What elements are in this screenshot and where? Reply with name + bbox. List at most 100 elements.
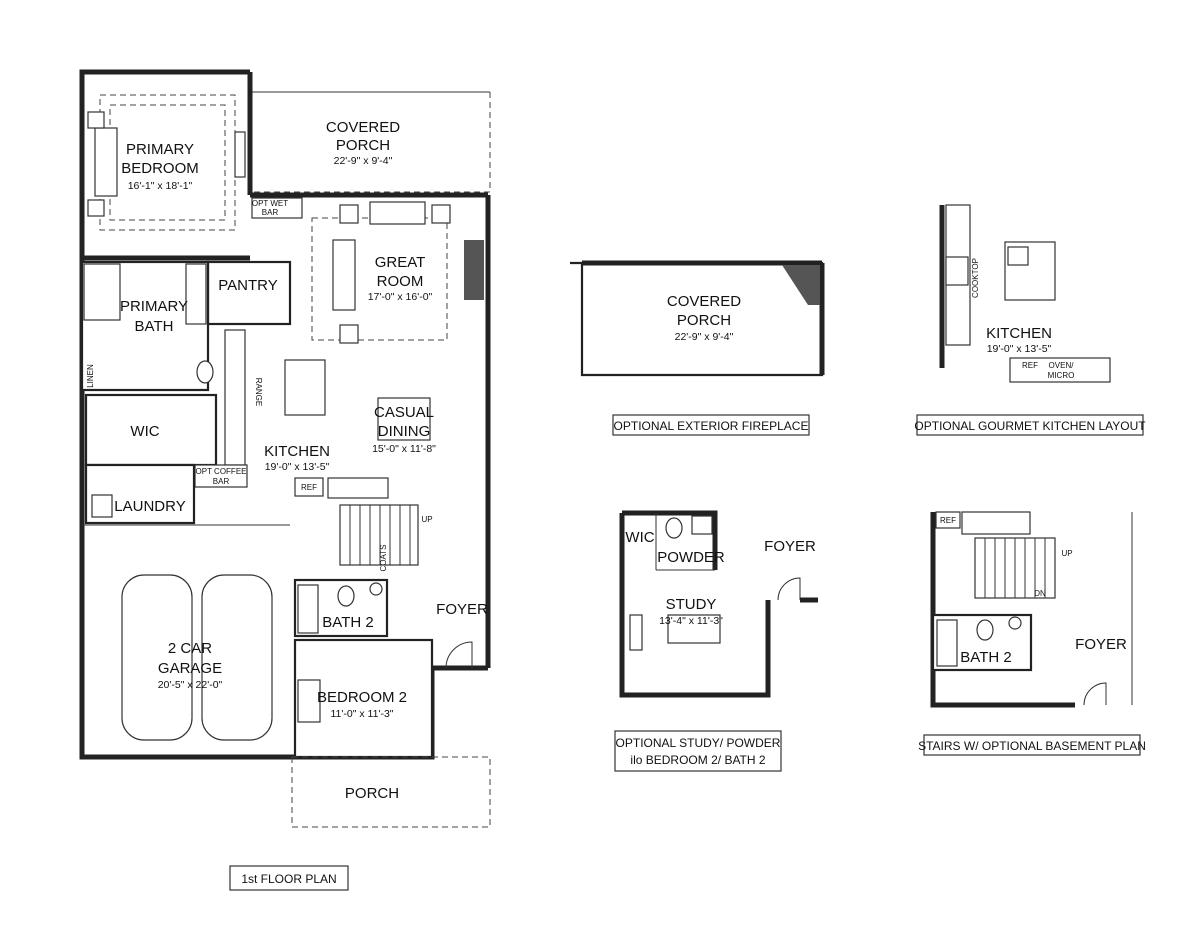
powder-label: POWDER [657,549,725,566]
great-room-label-2: ROOM [377,273,424,290]
sink [369,582,383,596]
wet-bar-label-2: BAR [262,208,279,217]
refrigerator [294,477,324,497]
primary-bath-label-2: BATH [135,318,174,335]
kitchen-dims: 19'-0" x 13'-5" [265,461,330,473]
opt-stairs-up-label: UP [1061,549,1072,558]
bedroom-2: BEDROOM 2 11'-0" x 11'-3" [293,638,434,759]
garage-dims: 20'-5" x 22'-0" [158,679,223,691]
shower [83,263,121,321]
coffee-bar-label-1: OPT COFFEE [196,467,247,476]
counter [961,511,1031,535]
island [284,359,326,416]
opt-kitchen-dims: 19'-0" x 13'-5" [987,343,1052,355]
laundry-label: LAUNDRY [114,498,185,515]
counter [327,477,389,499]
sofa [332,239,356,311]
opt-study-plan: WIC POWDER FOYER STUDY 13'-4" x 11'-3" [619,510,818,698]
foyer: FOYER [436,601,488,669]
great-room-label-1: GREAT [375,254,426,271]
bed [297,679,321,723]
primary-bedroom-dims: 16'-1" x 18'-1" [128,180,193,192]
covered-porch-label-1: COVERED [326,119,400,136]
casual-dining: CASUAL DINING 15'-0" x 11'-8" [372,397,436,455]
kitchen-label: KITCHEN [264,443,330,460]
opt-kitchen-ref-label: REF [1022,361,1038,370]
opt-wic-label: WIC [625,529,654,546]
refrigerator [935,511,961,529]
study-dims: 13'-4" x 11'-3" [659,615,723,627]
opt-porch-label-1: COVERED [667,293,741,310]
vanity [185,263,207,325]
primary-bedroom-label-2: BEDROOM [121,160,199,177]
cooktop-label: COOKTOP [971,258,980,298]
car [201,574,273,741]
opt-stairs-ref-label: REF [940,516,956,525]
opt-coffee-bar: OPT COFFEE BAR [194,464,248,488]
bath-2-label: BATH 2 [322,614,373,631]
opt-fireplace-plan: COVERED PORCH 22'-9" x 9'-4" [570,260,825,377]
nightstand [87,111,105,129]
covered-porch: COVERED PORCH 22'-9" x 9'-4" [249,91,491,193]
front-door [445,641,473,669]
tub [936,619,958,667]
covered-porch-dims: 22'-9" x 9'-4" [334,155,393,167]
caption-exterior-fireplace-text: OPTIONAL EXTERIOR FIREPLACE [614,419,809,433]
study-door [777,577,801,601]
caption-study-powder: OPTIONAL STUDY/ POWDER ilo BEDROOM 2/ BA… [614,730,782,772]
caption-stairs-basement-text: STAIRS W/ OPTIONAL BASEMENT PLAN [918,739,1146,753]
pantry: PANTRY [206,260,292,326]
opt-porch-dims: 22'-9" x 9'-4" [675,331,734,343]
caption-gourmet-kitchen: OPTIONAL GOURMET KITCHEN LAYOUT [914,414,1146,436]
vanity [691,515,713,535]
covered-porch-label-2: PORCH [336,137,390,154]
primary-bath: PRIMARY BATH LINEN [80,260,214,392]
primary-bedroom: PRIMARY BEDROOM 16'-1" x 18'-1" [82,94,250,261]
caption-study-line-1: OPTIONAL STUDY/ POWDER [616,736,781,750]
oven-label-1: OVEN/ [1049,361,1075,370]
laundry: LAUNDRY [84,463,196,525]
opt-wet-bar: OPT WET BAR [251,197,303,219]
garage: 2 CAR GARAGE 20'-5" x 22'-0" [121,574,273,741]
exterior-fireplace [782,265,820,305]
fireplace [464,240,484,300]
ref-label: REF [301,483,317,492]
opt-kitchen-label: KITCHEN [986,325,1052,342]
opt-kitchen-plan: COOKTOP REF OVEN/ MICRO KITCHEN 19'-0" x… [939,204,1111,383]
tub [297,584,319,634]
opt-study-foyer-label: FOYER [764,538,816,555]
linen-label: LINEN [86,364,95,388]
cooktop [945,256,969,286]
caption-floor-plan-text: 1st FLOOR PLAN [241,872,336,886]
sofa [369,201,426,225]
study-label: STUDY [666,596,717,613]
side-table [339,204,359,224]
dining-table [377,397,431,441]
washer [91,494,113,518]
main-floor-plan: COVERED PORCH 22'-9" x 9'-4" PRIMARY BED… [79,69,491,828]
stairs: REF UP COATS [294,477,433,571]
opt-stairs-dn-label: DN [1034,589,1046,598]
porch-label: PORCH [345,785,399,802]
caption-gourmet-kitchen-text: OPTIONAL GOURMET KITCHEN LAYOUT [914,419,1146,433]
bedroom-2-dims: 11'-0" x 11'-3" [330,708,393,720]
foyer-label: FOYER [436,601,488,618]
pantry-label: PANTRY [218,277,277,294]
opt-stairs-bath-2-label: BATH 2 [960,649,1011,666]
garage-label-1: 2 CAR [168,640,212,657]
primary-bedroom-label-1: PRIMARY [126,141,194,158]
wic: WIC [84,393,218,467]
toilet [665,517,683,539]
bath-2: BATH 2 [293,578,389,638]
opt-stairs-foyer-label: FOYER [1075,636,1127,653]
caption-stairs-basement: STAIRS W/ OPTIONAL BASEMENT PLAN [918,734,1146,756]
sink [1008,616,1022,630]
shelf [629,614,643,651]
opt-porch-label-2: PORCH [677,312,731,329]
counter [224,329,246,466]
caption-study-line-2: ilo BEDROOM 2/ BATH 2 [630,753,765,767]
dresser [234,131,246,178]
kitchen: RANGE KITCHEN 19'-0" x 13'-5" [224,329,330,473]
great-room-dims: 17'-0" x 16'-0" [368,291,433,303]
